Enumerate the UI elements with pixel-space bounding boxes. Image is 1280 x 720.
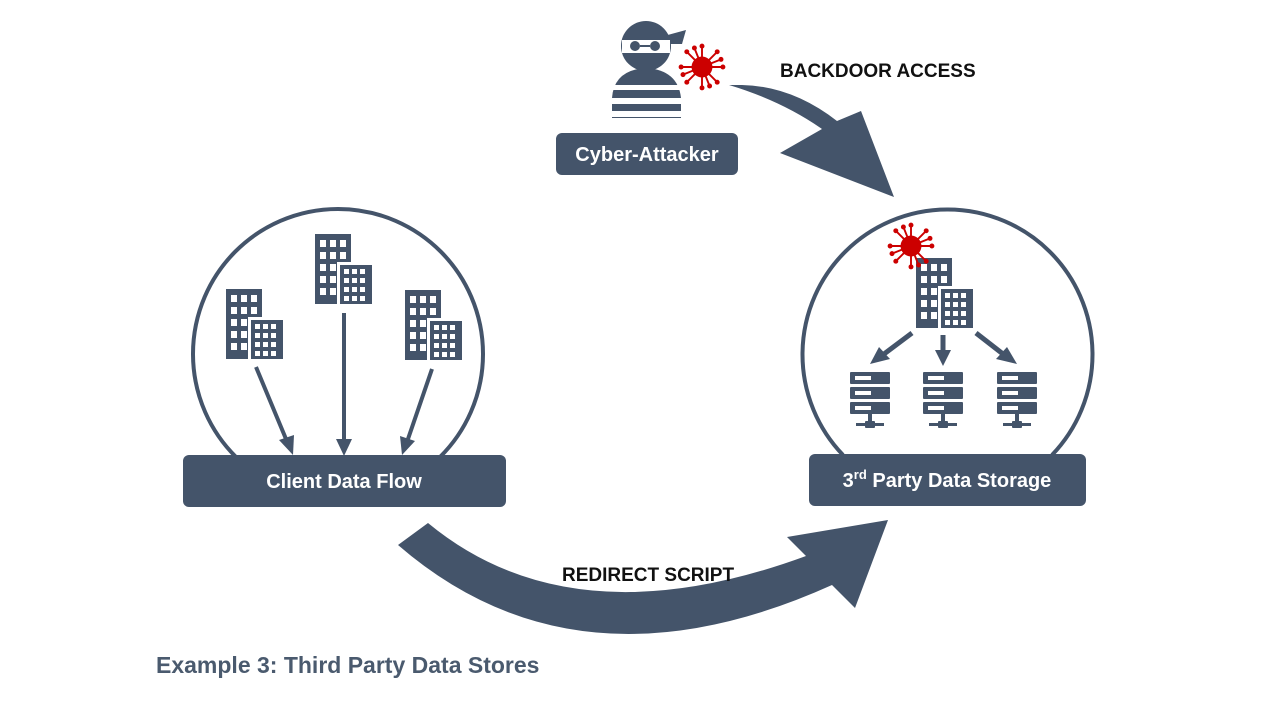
client-flow-arrows — [254, 313, 434, 456]
attacker-group: Cyber-Attacker — [556, 21, 738, 175]
building-icon — [405, 290, 465, 360]
redirect-arrow — [398, 520, 888, 634]
building-icon — [226, 289, 286, 359]
storage-label: 3rd Party Data Storage — [843, 467, 1052, 492]
hacker-icon — [612, 21, 686, 118]
attacker-node: Cyber-Attacker — [556, 133, 738, 175]
client-label: Client Data Flow — [266, 471, 422, 493]
virus-icon — [886, 221, 936, 271]
server-icon — [997, 372, 1037, 428]
backdoor-arrow — [729, 85, 894, 197]
storage-group: 3rd Party Data Storage — [800, 207, 1095, 506]
building-icon — [916, 258, 976, 328]
redirect-label: REDIRECT SCRIPT — [562, 565, 734, 586]
virus-icon — [677, 42, 727, 92]
client-circle — [191, 207, 485, 459]
client-group: Client Data Flow — [183, 207, 506, 507]
server-icon — [923, 372, 963, 428]
figure-caption: Example 3: Third Party Data Stores — [156, 652, 539, 678]
backdoor-label: BACKDOOR ACCESS — [780, 61, 976, 82]
storage-circle — [800, 207, 1095, 457]
building-icon — [315, 234, 375, 304]
attacker-label: Cyber-Attacker — [575, 144, 719, 166]
storage-flow-arrows — [870, 331, 1017, 366]
server-icon — [850, 372, 890, 428]
storage-node: 3rd Party Data Storage — [809, 454, 1086, 506]
client-node: Client Data Flow — [183, 455, 506, 507]
